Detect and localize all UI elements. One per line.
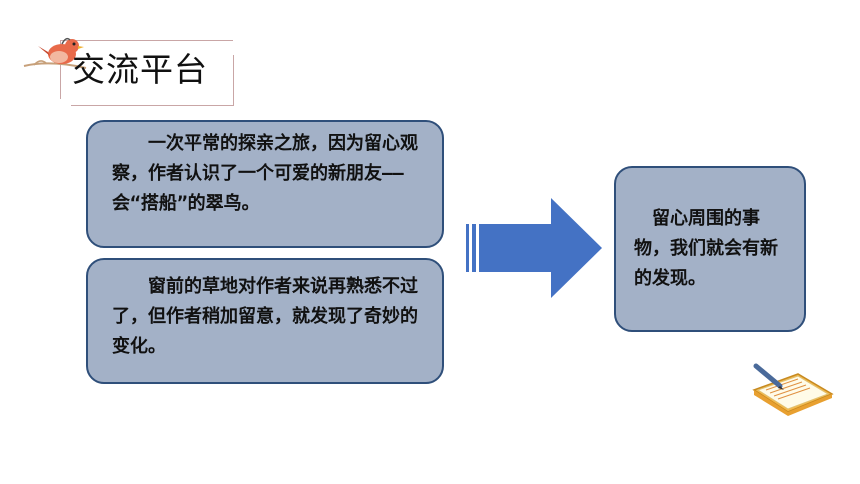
arrow-icon xyxy=(466,198,602,298)
conclusion-box: 留心周围的事物，我们就会有新的发现。 xyxy=(614,166,806,332)
conclusion-text: 留心周围的事物，我们就会有新的发现。 xyxy=(634,208,778,289)
title-frame xyxy=(60,40,234,106)
bird-icon xyxy=(23,37,87,69)
box2-text: 窗前的草地对作者来说再熟悉不过了，但作者稍加留意，就发现了奇妙的变化。 xyxy=(112,276,418,357)
box1-text: 一次平常的探亲之旅，因为留心观察，作者认识了一个可爱的新朋友——会“搭船”的翠鸟… xyxy=(112,133,418,214)
text-box-meadow: 窗前的草地对作者来说再熟悉不过了，但作者稍加留意，就发现了奇妙的变化。 xyxy=(86,258,444,384)
page-title: 交流平台 xyxy=(72,50,208,89)
text-box-kingfisher: 一次平常的探亲之旅，因为留心观察，作者认识了一个可爱的新朋友——会“搭船”的翠鸟… xyxy=(86,120,444,248)
notebook-icon xyxy=(752,363,834,416)
